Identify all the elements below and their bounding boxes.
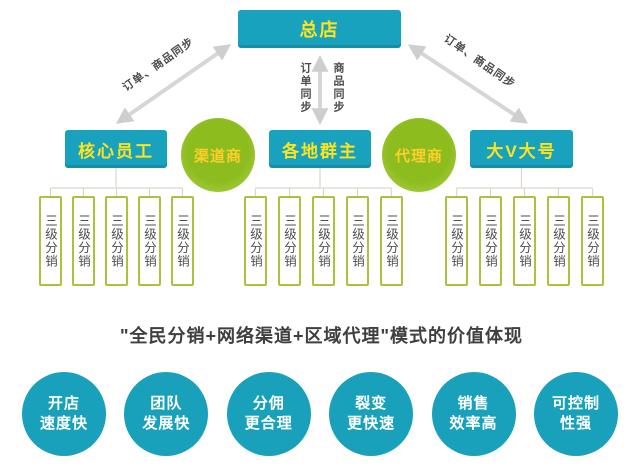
distribution-group-right: 三级分销 三级分销 三级分销 三级分销 三级分销 [445,196,604,286]
distribution-box: 三级分销 [39,196,62,286]
head-office-box: 总店 [238,10,401,48]
distribution-box: 三级分销 [581,196,604,286]
tree-connector-right [455,168,594,197]
distribution-box: 三级分销 [346,196,369,286]
value-headline: "全民分销+网络渠道+区域代理"模式的价值体现 [119,326,524,346]
benefit-circle-controllability: 可控制 性强 [533,372,618,456]
tree-connector-left [49,168,184,197]
channel-dealer-circle: 渠道商 [181,118,255,192]
distribution-box: 三级分销 [513,196,536,286]
tree-connector-middle [254,168,393,197]
distribution-box: 三级分销 [278,196,301,286]
benefit-circle-fission: 裂变 更快速 [329,372,414,456]
distribution-group-left: 三级分销 三级分销 三级分销 三级分销 三级分销 [39,196,194,286]
head-office-label: 总店 [299,20,340,40]
distribution-group-middle: 三级分销 三级分销 三级分销 三级分销 三级分销 [244,196,403,286]
distribution-box: 三级分销 [244,196,267,286]
distribution-box: 三级分销 [547,196,570,286]
group-owners-box: 各地群主 [269,130,371,168]
distribution-box: 三级分销 [171,196,194,286]
benefit-circle-team-growth: 团队 发展快 [124,372,209,456]
distribution-box: 三级分销 [445,196,468,286]
agent-label: 代理商 [394,147,443,165]
product-sync-label: 商品同步 [332,62,344,114]
distribution-box: 三级分销 [138,196,161,286]
agent-circle: 代理商 [382,118,456,192]
distribution-box: 三级分销 [312,196,335,286]
big-v-box: 大V大号 [470,130,573,168]
distribution-box: 三级分销 [380,196,403,286]
group-owners-label: 各地群主 [282,141,358,161]
big-v-label: 大V大号 [486,141,557,161]
distribution-box: 三级分销 [479,196,502,286]
benefit-circle-commission: 分佣 更合理 [226,372,311,456]
benefit-circle-open-fast: 开店 速度快 [22,372,106,456]
core-staff-box: 核心员工 [65,130,167,168]
benefit-circle-sales-efficiency: 销售 效率高 [431,372,516,456]
core-staff-label: 核心员工 [78,141,154,161]
sync-label-left-diagonal: 订单、商品同步 [120,35,197,94]
benefit-circles-row: 开店 速度快 团队 发展快 分佣 更合理 裂变 更快速 销售 效率高 可控制 性… [22,372,618,456]
order-sync-label: 订单同步 [299,62,311,114]
distribution-box: 三级分销 [72,196,95,286]
sync-label-right-diagonal: 订单、商品同步 [441,32,518,91]
channel-dealer-label: 渠道商 [193,147,242,165]
distribution-box: 三级分销 [105,196,128,286]
